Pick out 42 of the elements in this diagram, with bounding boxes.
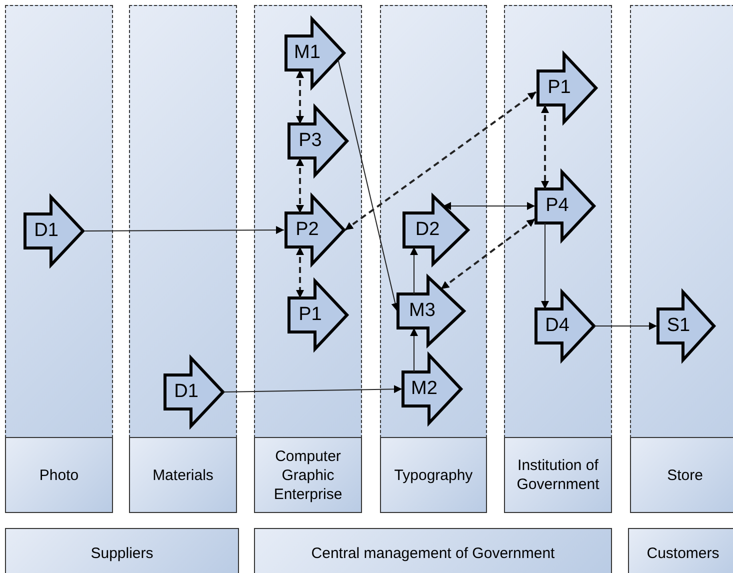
swimlane <box>504 5 612 513</box>
process-step: P1 <box>287 279 349 351</box>
lane-header: Photo <box>5 437 113 513</box>
arrow <box>442 202 536 210</box>
swimlane <box>630 5 733 513</box>
swimlane <box>129 5 237 513</box>
process-step: P3 <box>287 105 349 177</box>
arrow <box>338 58 400 312</box>
process-step: D1 <box>23 195 85 267</box>
arrow <box>222 385 402 394</box>
lane-header: Typography <box>380 437 487 513</box>
process-step: M1 <box>284 17 346 89</box>
lane-header: Store <box>630 437 733 513</box>
dashed-arrow <box>296 70 304 124</box>
dashed-arrow <box>296 158 304 213</box>
arrow <box>410 246 418 294</box>
dashed-arrow <box>344 91 537 231</box>
arrow <box>541 222 549 310</box>
process-step: P2 <box>284 194 346 266</box>
group-band: Central management of Government <box>254 528 612 573</box>
process-step: P1 <box>536 52 598 124</box>
group-band: Customers <box>628 528 733 573</box>
lane-header: Computer Graphic Enterprise <box>254 437 362 513</box>
process-step: P4 <box>534 170 596 242</box>
swimlane <box>5 5 113 513</box>
process-step: D4 <box>534 290 596 362</box>
lane-header: Materials <box>129 437 237 513</box>
group-band: Suppliers <box>5 528 239 573</box>
arrow <box>594 322 658 330</box>
process-step: S1 <box>656 290 716 362</box>
process-step: D2 <box>402 194 470 266</box>
dashed-arrow <box>541 105 549 189</box>
arrow <box>84 226 284 234</box>
swimlane <box>380 5 487 513</box>
process-step: M2 <box>401 353 463 425</box>
swimlane <box>254 5 362 513</box>
dashed-arrow <box>296 247 304 298</box>
lane-header: Institution of Government <box>504 437 612 513</box>
arrow <box>410 328 418 372</box>
process-step: D1 <box>163 356 225 428</box>
process-step: M3 <box>396 275 466 347</box>
dashed-arrow <box>440 218 536 290</box>
